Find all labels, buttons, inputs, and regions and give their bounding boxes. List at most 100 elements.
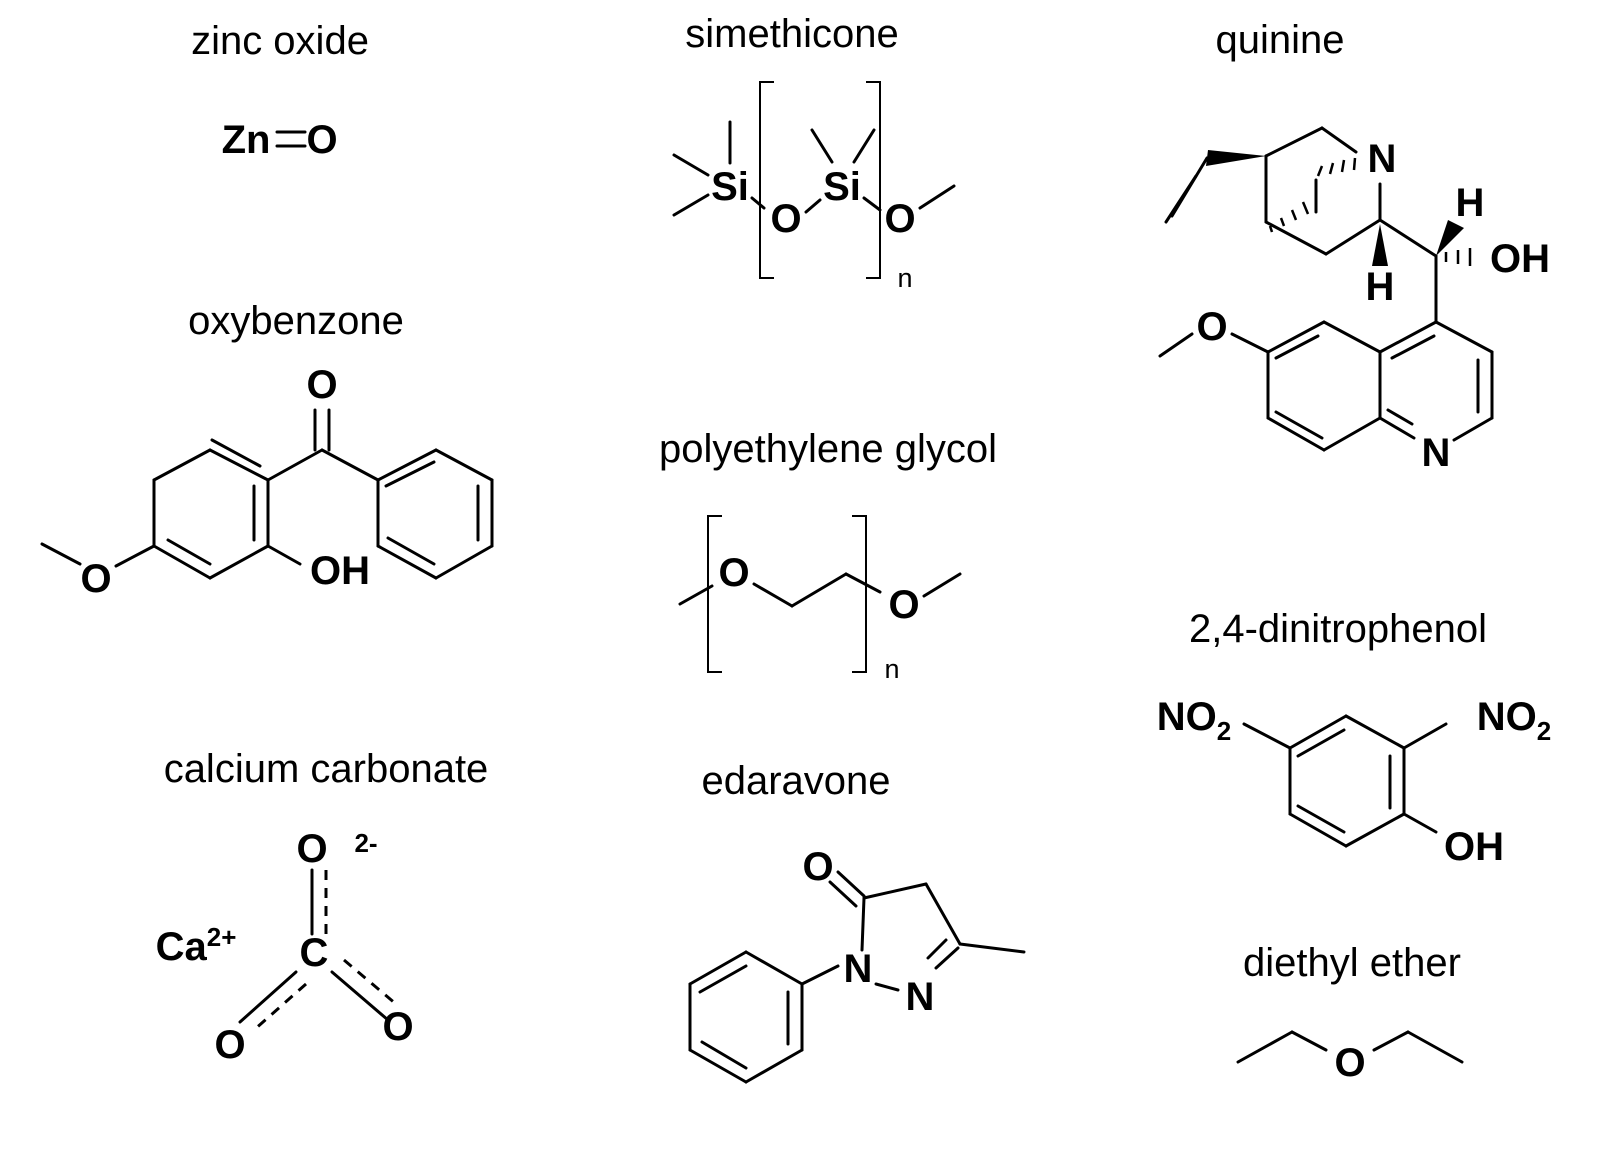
oxybenzone-label: oxybenzone bbox=[188, 299, 404, 343]
peg-repeat-count: n bbox=[884, 654, 899, 684]
dnp-ring-double-1 bbox=[1296, 728, 1346, 758]
simethicone-label: simethicone bbox=[685, 12, 898, 56]
o2-methyl-bond bbox=[918, 184, 956, 210]
left-ring-bond-5 bbox=[152, 544, 212, 580]
right-ring-bond-2 bbox=[434, 448, 494, 482]
right-ring-bond-1 bbox=[376, 448, 438, 482]
dnp-hydroxyl: OH bbox=[1444, 825, 1504, 869]
edaravone-carbonyl-oxygen: O bbox=[802, 845, 833, 889]
dnp-ring-bond-1 bbox=[1288, 714, 1348, 750]
quinoline-bond-1 bbox=[1434, 320, 1494, 354]
diethyl-ether-structure: diethyl ether O bbox=[1236, 941, 1464, 1085]
carbonate-oxygen-right: O bbox=[382, 1005, 413, 1049]
quinine-structure: quinine N H H bbox=[1158, 18, 1550, 475]
repeat-bracket-left bbox=[759, 81, 774, 279]
right-ring-bond-4 bbox=[434, 544, 494, 580]
peg-bond-2 bbox=[790, 572, 848, 608]
oxygen-atom-2: O bbox=[884, 197, 915, 241]
c9-hydrogen: H bbox=[1456, 181, 1485, 225]
peg-terminal-methyl-bond bbox=[922, 572, 962, 598]
silicon-atom-1: Si bbox=[711, 165, 749, 209]
si2-o2-bond bbox=[862, 196, 882, 212]
nitro-group-left: NO2 bbox=[1157, 695, 1231, 746]
edaravone-nitrogen-2: N bbox=[906, 975, 935, 1019]
carbonate-carbon: C bbox=[300, 931, 329, 975]
ether-bond-4 bbox=[1406, 1030, 1464, 1064]
ether-oxygen: O bbox=[1334, 1041, 1365, 1085]
zinc-oxide-label: zinc oxide bbox=[191, 19, 369, 63]
pyrazolone-bond-1 bbox=[862, 882, 928, 900]
simethicone-structure: simethicone Si O Si O n bbox=[672, 12, 956, 293]
edaravone-phenyl-bond-1 bbox=[744, 950, 804, 986]
peg-bracket-right bbox=[852, 515, 867, 673]
pyrazolone-bond-2 bbox=[924, 882, 962, 946]
nitro-left-bond bbox=[1242, 722, 1292, 750]
si1-methyl-left-up bbox=[672, 153, 710, 177]
carbonate-oxygen-left: O bbox=[214, 1023, 245, 1067]
edaravone-phenyl-bond-2 bbox=[688, 950, 748, 986]
calcium-carbonate-label: calcium carbonate bbox=[164, 747, 489, 791]
left-ring-bond-1 bbox=[266, 448, 324, 482]
quinoline-double-bond-2 bbox=[1386, 408, 1414, 426]
c9-h-wedge-bond bbox=[1436, 220, 1464, 256]
oxybenzone-structure: oxybenzone O OH O bbox=[40, 299, 494, 601]
left-ring-double-1 bbox=[210, 438, 262, 468]
ether-bond-3 bbox=[1372, 1030, 1410, 1052]
oxygen-atom: O bbox=[306, 118, 337, 162]
left-ring-double-2 bbox=[166, 538, 212, 566]
pyrazolone-nn-bond bbox=[874, 982, 900, 992]
edaravone-carbonyl-bond-1 bbox=[836, 870, 866, 898]
edaravone-carbonyl-bond-2 bbox=[828, 880, 858, 908]
n-phenyl-bond bbox=[800, 964, 840, 986]
o1-si2-bond bbox=[804, 198, 822, 214]
quinoline-bond-3 bbox=[1452, 416, 1494, 442]
polyethylene-glycol-structure: polyethylene glycol O O n bbox=[659, 427, 997, 684]
edaravone-nitrogen-1: N bbox=[844, 947, 873, 991]
peg-oxygen-1: O bbox=[718, 551, 749, 595]
edaravone-phenyl-double-2 bbox=[700, 1040, 748, 1070]
ether-bond-1 bbox=[1236, 1030, 1294, 1064]
c-o-right-partial-bond bbox=[343, 958, 397, 1006]
edaravone-phenyl-bond-4 bbox=[688, 1048, 748, 1084]
right-ring-double-3 bbox=[386, 536, 436, 566]
zinc-atom: Zn bbox=[222, 118, 271, 162]
quinuclidine-nitrogen: N bbox=[1368, 137, 1397, 181]
c-o-left-bond bbox=[238, 970, 298, 1024]
right-ring-bond-5 bbox=[376, 544, 438, 580]
edaravone-methyl-bond bbox=[958, 942, 1026, 954]
dnp-ring-bond-2 bbox=[1344, 714, 1406, 750]
dnp-ring-bond-4 bbox=[1344, 812, 1406, 848]
edaravone-phenyl-double-1 bbox=[698, 964, 748, 994]
c8-hydrogen: H bbox=[1366, 265, 1395, 309]
carbonyl-phenyl-bond bbox=[320, 448, 380, 482]
cage-bond-4 bbox=[1324, 218, 1382, 256]
c-o-right-bond bbox=[330, 970, 390, 1022]
silicon-atom-2: Si bbox=[823, 165, 861, 209]
oh-bond bbox=[266, 544, 302, 566]
dnp-oh-bond bbox=[1402, 812, 1438, 834]
benzo-double-bond-1 bbox=[1274, 334, 1320, 360]
peg-bond-1 bbox=[752, 582, 794, 608]
c9-oh-hashed-bond bbox=[1444, 248, 1472, 266]
right-ring-double-1 bbox=[384, 460, 436, 488]
si2-methyl-right bbox=[852, 128, 876, 164]
methoxy-oxygen: O bbox=[1196, 305, 1227, 349]
quinoline-double-bond-3 bbox=[1390, 334, 1436, 360]
carbonyl-oxygen: O bbox=[306, 363, 337, 407]
methoxy-bond bbox=[1230, 332, 1270, 354]
calcium-carbonate-structure: calcium carbonate O 2- Ca2+ C O O bbox=[156, 747, 489, 1067]
methoxy-methyl-bond bbox=[40, 542, 82, 566]
benzo-bond-5 bbox=[1322, 416, 1382, 452]
vinyl-wedge-bond bbox=[1206, 150, 1266, 166]
benzo-bond-4 bbox=[1266, 416, 1326, 452]
pyrazolone-cn-bond bbox=[934, 946, 960, 970]
quinine-label: quinine bbox=[1215, 18, 1344, 62]
left-ring-bond-2 bbox=[208, 448, 270, 482]
quinoline-bond-6 bbox=[1378, 320, 1438, 354]
edaravone-label: edaravone bbox=[701, 759, 890, 803]
carbonate-charge: 2- bbox=[354, 828, 377, 858]
si1-methyl-left-down bbox=[672, 193, 710, 217]
dinitrophenol-label: 2,4-dinitrophenol bbox=[1189, 607, 1487, 651]
dnp-ring-double-3 bbox=[1296, 804, 1346, 834]
